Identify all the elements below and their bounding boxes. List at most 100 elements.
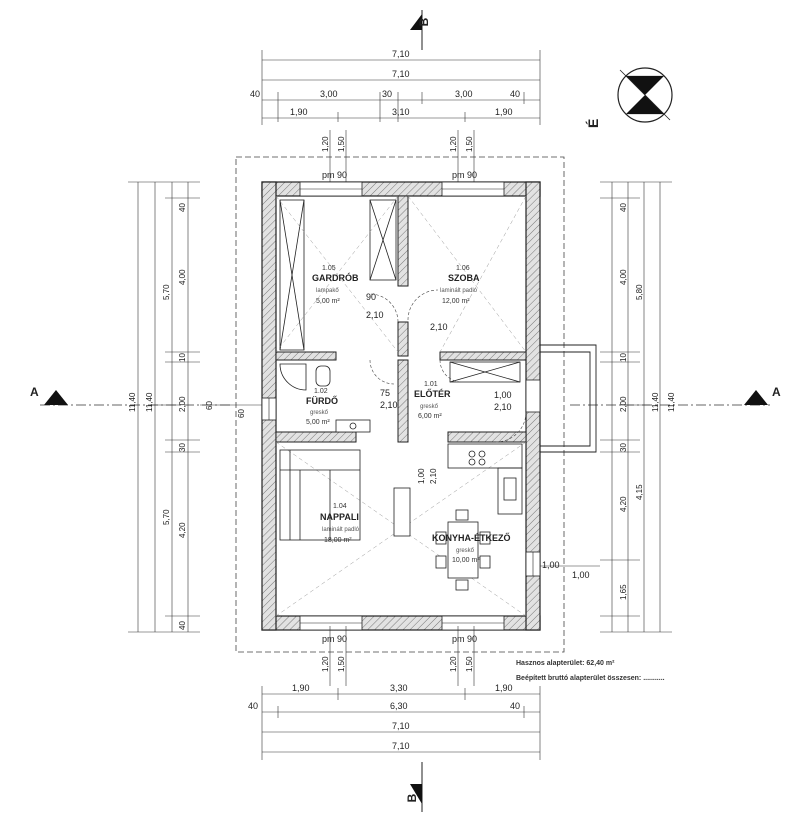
door-label-3: 75 xyxy=(380,388,390,398)
right-inner-5: 4,20 xyxy=(619,496,628,512)
room-nappali: 1.04 NAPPALI laminált padló 18,00 m² xyxy=(320,503,360,544)
room-konyha-sub: greskő xyxy=(456,548,475,554)
side-window-left-1: 60 xyxy=(237,409,246,418)
room-gardrob-name: GARDRÓB xyxy=(312,272,359,283)
bottom-window-label-1: 1,50 xyxy=(337,656,346,672)
left-outer-dim: 11,40 xyxy=(128,392,137,412)
right-inner-3: 2,00 xyxy=(619,396,628,412)
room-gardrob: 1.05 GARDRÓB lampakő 5,00 m² xyxy=(312,265,359,305)
kitchen-counter xyxy=(447,443,523,515)
room-gardrob-sub: lampakő xyxy=(316,288,339,294)
right-inner-6: 1,65 xyxy=(619,584,628,600)
room-konyha: KONYHA-ÉTKEZŐ greskő 10,00 m² xyxy=(432,532,511,564)
bottom-window-label-3: 1,50 xyxy=(465,656,474,672)
top-window-label-0: 1,20 xyxy=(321,136,330,152)
room-konyha-name: KONYHA-ÉTKEZŐ xyxy=(432,532,511,543)
room-nappali-sub: laminált padló xyxy=(322,527,360,533)
door-label-2: 2,10 xyxy=(430,322,448,332)
room-furdo-area: 5,00 m² xyxy=(306,419,330,426)
dim-top-row4-0: 1,90 xyxy=(290,107,308,117)
dim-bottom-overall-2: 7,10 xyxy=(392,741,410,751)
section-b-top-label: B xyxy=(417,17,431,26)
compass-letter: É xyxy=(585,119,601,128)
room-furdo-name: FÜRDŐ xyxy=(306,395,338,406)
tv-wall xyxy=(393,487,411,537)
right-inner-0: 40 xyxy=(619,203,628,212)
room-szoba-name: SZOBA xyxy=(448,273,480,283)
room-furdo-num: 1.02 xyxy=(314,388,328,395)
left-inner-0: 40 xyxy=(178,203,187,212)
dim-bottom-overall-1: 7,10 xyxy=(392,721,410,731)
room-gardrob-num: 1.05 xyxy=(322,265,336,272)
room-eloter-area: 6,00 m² xyxy=(418,413,442,420)
north-compass: É xyxy=(585,67,673,128)
dim-top-row4-1: 3,10 xyxy=(392,107,410,117)
bottom-window-markers xyxy=(329,626,475,686)
dim-top-row3-3: 3,00 xyxy=(455,89,473,99)
top-window-markers xyxy=(329,130,475,188)
top-pm-1: pm 90 xyxy=(452,170,477,180)
room-gardrob-area: 5,00 m² xyxy=(316,298,340,305)
bottom-window-label-0: 1,20 xyxy=(321,656,330,672)
dim-bottom-row1-2: 1,90 xyxy=(495,683,513,693)
right-group-0: 5,80 xyxy=(635,284,644,300)
top-pm-0: pm 90 xyxy=(322,170,347,180)
dim-bottom-row2-2: 40 xyxy=(510,701,520,711)
dim-top-row3-2: 30 xyxy=(382,89,392,99)
area-note-line1: Hasznos alapterület: 62,40 m² xyxy=(516,660,615,667)
bathroom-fixtures xyxy=(279,363,371,433)
bottom-pm-1: pm 90 xyxy=(452,634,477,644)
room-eloter: 1.01 ELŐTÉR greskő 6,00 m² xyxy=(414,381,451,420)
door-swings xyxy=(369,289,527,443)
right-outer-dim: 11,40 xyxy=(667,392,676,412)
room-eloter-num: 1.01 xyxy=(424,381,438,388)
dim-top-row3-1: 3,00 xyxy=(320,89,338,99)
dim-top-row3-0: 40 xyxy=(250,89,260,99)
door-label-8: 2,10 xyxy=(429,468,438,484)
top-window-label-3: 1,50 xyxy=(465,136,474,152)
left-inner-1: 4,00 xyxy=(178,269,187,285)
room-furdo-sub: greskő xyxy=(310,410,329,416)
sofa xyxy=(279,449,361,541)
door-labels: 90 2,10 2,10 75 2,10 1,00 2,10 1,00 2,10 xyxy=(366,292,512,484)
dim-bottom-row1-0: 1,90 xyxy=(292,683,310,693)
room-nappali-num: 1.04 xyxy=(333,503,347,510)
side-window-right-1: 1,00 xyxy=(572,570,590,580)
right-mid-dim: 11,40 xyxy=(651,392,660,412)
room-nappali-name: NAPPALI xyxy=(320,512,359,522)
dim-top-overall-2: 7,10 xyxy=(392,69,410,79)
top-window-label-2: 1,20 xyxy=(449,136,458,152)
dim-bottom-row2-0: 40 xyxy=(248,701,258,711)
window-lines xyxy=(268,188,534,624)
door-label-1: 2,10 xyxy=(366,310,384,320)
bottom-window-label-2: 1,20 xyxy=(449,656,458,672)
side-window-right-0: 1,00 xyxy=(542,560,560,570)
room-konyha-area: 10,00 m² xyxy=(452,557,480,564)
room-szoba: 1.06 SZOBA laminált padló 12,00 m² xyxy=(440,265,480,305)
section-a-left-label: A xyxy=(30,385,39,399)
room-nappali-area: 18,00 m² xyxy=(324,537,352,544)
bottom-pm-0: pm 90 xyxy=(322,634,347,644)
section-b-top-marker: B xyxy=(410,10,431,50)
interior-walls xyxy=(275,195,527,443)
right-inner-4: 30 xyxy=(619,443,628,452)
wardrobe-closets xyxy=(279,199,521,383)
section-a-right-marker: A xyxy=(570,385,781,406)
dim-bottom-row1-1: 3,30 xyxy=(390,683,408,693)
dim-bottom-row2-1: 6,30 xyxy=(390,701,408,711)
left-group-1: 5,70 xyxy=(162,509,171,525)
left-dimensions xyxy=(128,181,200,633)
dining-table xyxy=(435,509,491,591)
room-eloter-name: ELŐTÉR xyxy=(414,388,451,399)
right-inner-2: 10 xyxy=(619,353,628,362)
room-furdo: 1.02 FÜRDŐ greskő 5,00 m² xyxy=(306,388,338,426)
section-a-left-marker: A xyxy=(30,385,230,406)
section-a-right-label: A xyxy=(772,385,781,399)
bottom-dimensions xyxy=(261,686,541,760)
room-szoba-sub: laminált padló xyxy=(440,288,478,294)
left-inner-4: 30 xyxy=(178,443,187,452)
left-inner-3: 2,00 xyxy=(178,396,187,412)
entrance-porch xyxy=(540,344,597,453)
roof-outline xyxy=(235,156,565,653)
